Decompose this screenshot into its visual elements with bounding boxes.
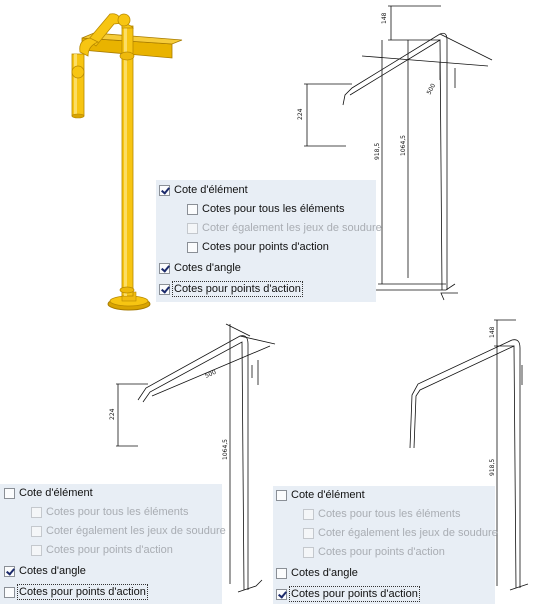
option-label: Cotes pour tous les éléments (318, 508, 461, 520)
drawing-bottom-right (409, 319, 529, 591)
option-cotes-angle[interactable]: Cotes d'angle (276, 564, 358, 582)
checkbox[interactable] (31, 544, 42, 556)
option-cotes-points-action[interactable]: Cotes pour points d'action (159, 280, 303, 298)
option-cote-element[interactable]: Cote d'élément (159, 181, 248, 199)
option-coter-jeux-soudure[interactable]: Coter également les jeux de soudure (187, 219, 382, 237)
option-cotes-points-action-sub[interactable]: Cotes pour points d'action (31, 541, 173, 559)
dim-label: 1064,5 (400, 135, 407, 156)
checkbox[interactable] (276, 489, 287, 501)
option-cotes-angle[interactable]: Cotes d'angle (159, 259, 241, 277)
option-cotes-points-action-sub[interactable]: Cotes pour points d'action (187, 238, 329, 256)
dim-label: 224 (297, 108, 304, 120)
checkbox[interactable] (159, 262, 170, 274)
option-label: Cote d'élément (291, 489, 365, 501)
dim-label: 224 (109, 408, 116, 420)
option-label: Cote d'élément (174, 184, 248, 196)
dim-label: 500 (426, 82, 438, 96)
option-label: Cotes pour points d'action (46, 544, 173, 556)
checkbox[interactable] (159, 283, 170, 295)
options-panel-top: Cote d'élément Cotes pour tous les éléme… (156, 180, 382, 302)
dim-label: 148 (381, 12, 388, 24)
checkbox[interactable] (187, 203, 198, 215)
option-label: Cote d'élément (19, 487, 93, 499)
option-label: Coter également les jeux de soudure (318, 527, 498, 539)
dim-label: 148 (489, 326, 496, 338)
option-cote-element[interactable]: Cote d'élément (276, 486, 365, 504)
checkbox[interactable] (303, 508, 314, 520)
checkbox[interactable] (4, 487, 15, 499)
dim-label: 500 (204, 369, 217, 380)
option-cotes-points-action-sub[interactable]: Cotes pour points d'action (303, 543, 445, 561)
dim-label: 918,5 (374, 143, 381, 160)
drawing-top-right (304, 5, 493, 301)
option-cotes-points-action[interactable]: Cotes pour points d'action (276, 585, 420, 603)
option-cotes-tous-elements[interactable]: Cotes pour tous les éléments (31, 503, 188, 521)
option-cotes-angle[interactable]: Cotes d'angle (4, 562, 86, 580)
option-cote-element[interactable]: Cote d'élément (4, 484, 93, 502)
checkbox[interactable] (31, 525, 42, 537)
option-label: Cotes pour tous les éléments (46, 506, 189, 518)
checkbox[interactable] (159, 184, 170, 196)
option-coter-jeux-soudure[interactable]: Coter également les jeux de soudure (303, 524, 498, 542)
dim-label: 918,5 (489, 459, 496, 476)
option-cotes-tous-elements[interactable]: Cotes pour tous les éléments (187, 200, 344, 218)
checkbox[interactable] (31, 506, 42, 518)
option-label: Cotes pour points d'action (289, 586, 420, 602)
option-label: Coter également les jeux de soudure (46, 525, 226, 537)
option-label: Cotes d'angle (19, 565, 86, 577)
options-panel-left: Cote d'élément Cotes pour tous les éléme… (0, 484, 226, 604)
option-label: Cotes d'angle (291, 567, 358, 579)
option-cotes-tous-elements[interactable]: Cotes pour tous les éléments (303, 505, 460, 523)
option-label: Cotes pour points d'action (172, 281, 303, 297)
option-label: Cotes d'angle (174, 262, 241, 274)
option-cotes-points-action[interactable]: Cotes pour points d'action (4, 583, 148, 601)
checkbox[interactable] (187, 222, 198, 234)
option-label: Cotes pour points d'action (318, 546, 445, 558)
drawing-bottom-middle (116, 323, 276, 593)
option-label: Cotes pour points d'action (17, 584, 148, 600)
options-panel-right: Cote d'élément Cotes pour tous les éléme… (273, 486, 498, 604)
option-label: Cotes pour tous les éléments (202, 203, 345, 215)
checkbox[interactable] (187, 241, 198, 253)
option-coter-jeux-soudure[interactable]: Coter également les jeux de soudure (31, 522, 226, 540)
checkbox[interactable] (4, 586, 15, 598)
checkbox[interactable] (303, 527, 314, 539)
dim-label: 1064,5 (222, 439, 229, 460)
checkbox[interactable] (276, 588, 287, 600)
checkbox[interactable] (276, 567, 287, 579)
checkbox[interactable] (4, 565, 15, 577)
checkbox[interactable] (303, 546, 314, 558)
option-label: Cotes pour points d'action (202, 241, 329, 253)
option-label: Coter également les jeux de soudure (202, 222, 382, 234)
